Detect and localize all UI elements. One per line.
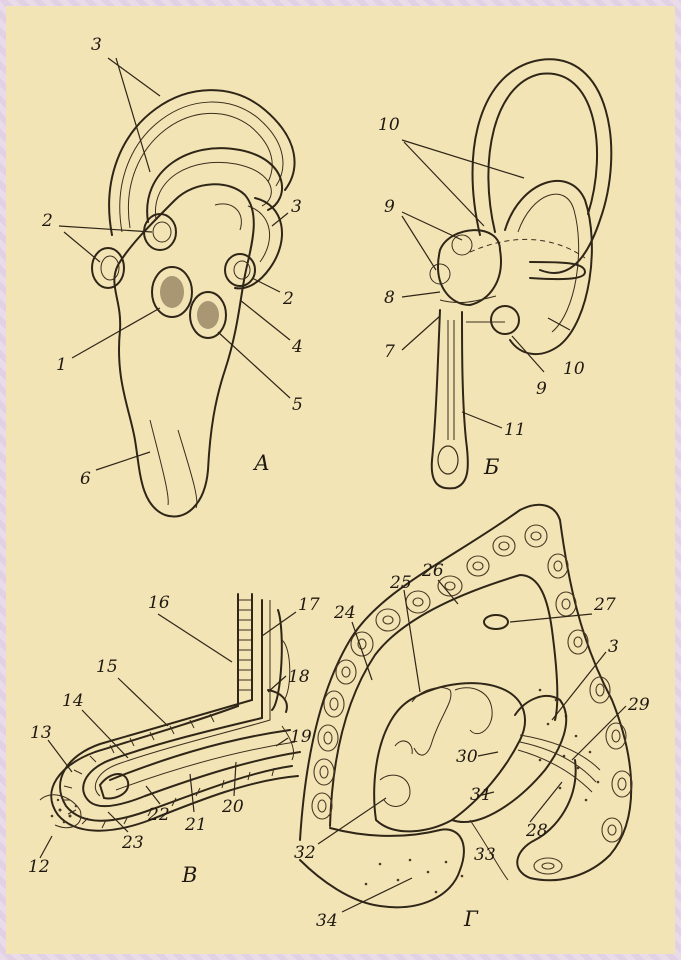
label-g-30: 30 <box>456 747 478 767</box>
label-g-33: 33 <box>474 845 496 865</box>
label-g-27: 27 <box>593 595 616 615</box>
label-v-15: 15 <box>96 657 118 677</box>
panel-letter-g: Г <box>463 907 479 931</box>
label-v-23: 23 <box>121 833 144 853</box>
label-g-31: 31 <box>470 785 492 805</box>
label-g-24: 24 <box>333 603 356 623</box>
label-v-21: 21 <box>184 815 207 835</box>
label-v-12: 12 <box>28 857 50 877</box>
label-v-20: 20 <box>221 797 244 817</box>
panel-v-drawing <box>40 594 300 831</box>
panel-g-drawing <box>300 505 632 907</box>
labels: 3 2 3 2 1 4 5 6 10 9 8 7 10 9 11 16 17 1… <box>28 35 650 931</box>
label-g-34: 34 <box>316 911 338 931</box>
panel-letter-v: В <box>181 863 197 887</box>
label-a-3b: 3 <box>291 197 302 217</box>
v-epithelium-hatch <box>62 600 274 828</box>
label-b-10b: 10 <box>563 359 585 379</box>
label-a-2a: 2 <box>41 211 53 231</box>
label-v-17: 17 <box>298 595 320 615</box>
label-v-13: 13 <box>30 723 52 743</box>
label-b-7: 7 <box>384 342 395 362</box>
panel-letter-b: Б <box>483 455 499 479</box>
label-a-1: 1 <box>56 355 67 375</box>
panel-a-leaders <box>59 58 290 470</box>
label-b-8: 8 <box>384 288 395 308</box>
label-b-10a: 10 <box>378 115 400 135</box>
panel-letter-a: А <box>252 451 270 475</box>
label-b-9b: 9 <box>536 379 547 399</box>
label-b-11: 11 <box>504 420 526 440</box>
label-a-5: 5 <box>292 395 303 415</box>
label-g-29: 29 <box>627 695 650 715</box>
label-v-14: 14 <box>62 691 84 711</box>
label-v-16: 16 <box>148 593 170 613</box>
label-g-32: 32 <box>294 843 316 863</box>
label-v-22: 22 <box>147 805 170 825</box>
label-g-25: 25 <box>389 573 412 593</box>
label-b-9a: 9 <box>384 197 395 217</box>
label-g-26: 26 <box>421 561 444 581</box>
label-a-2b: 2 <box>282 289 294 309</box>
panel-letters: А Б В Г <box>181 451 499 931</box>
label-a-6: 6 <box>80 469 91 489</box>
label-g-3: 3 <box>608 637 619 657</box>
label-g-28: 28 <box>525 821 548 841</box>
label-a-4: 4 <box>291 337 303 357</box>
label-a-3a: 3 <box>91 35 102 55</box>
label-v-18: 18 <box>288 667 310 687</box>
label-v-19: 19 <box>290 727 312 747</box>
